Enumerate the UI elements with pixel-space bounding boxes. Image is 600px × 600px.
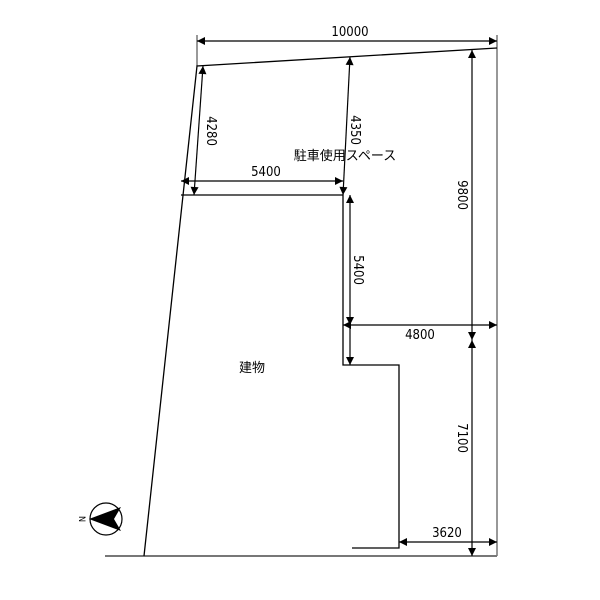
parking-boundary (181, 194, 400, 549)
north-compass-icon: N (76, 502, 123, 536)
dim-text-4280: 4280 (203, 116, 218, 146)
dim-text-7100: 7100 (454, 423, 469, 453)
north-label: N (76, 516, 86, 522)
dim-text-3620: 3620 (432, 526, 462, 541)
dim-text-4800: 4800 (405, 328, 435, 343)
dim-line-4280 (190, 65, 207, 196)
dim-text-10000: 10000 (331, 25, 368, 40)
site-boundary (143, 47, 498, 557)
dim-line-4350 (339, 56, 354, 196)
dim-text-4350: 4350 (347, 115, 362, 145)
dim-text-9800: 9800 (454, 180, 469, 210)
building-label: 建物 (239, 361, 265, 376)
parking-space-label: 駐車使用スペース (294, 148, 396, 164)
dim-text-5400-h: 5400 (251, 165, 281, 180)
dim-text-5400-v: 5400 (350, 255, 365, 285)
